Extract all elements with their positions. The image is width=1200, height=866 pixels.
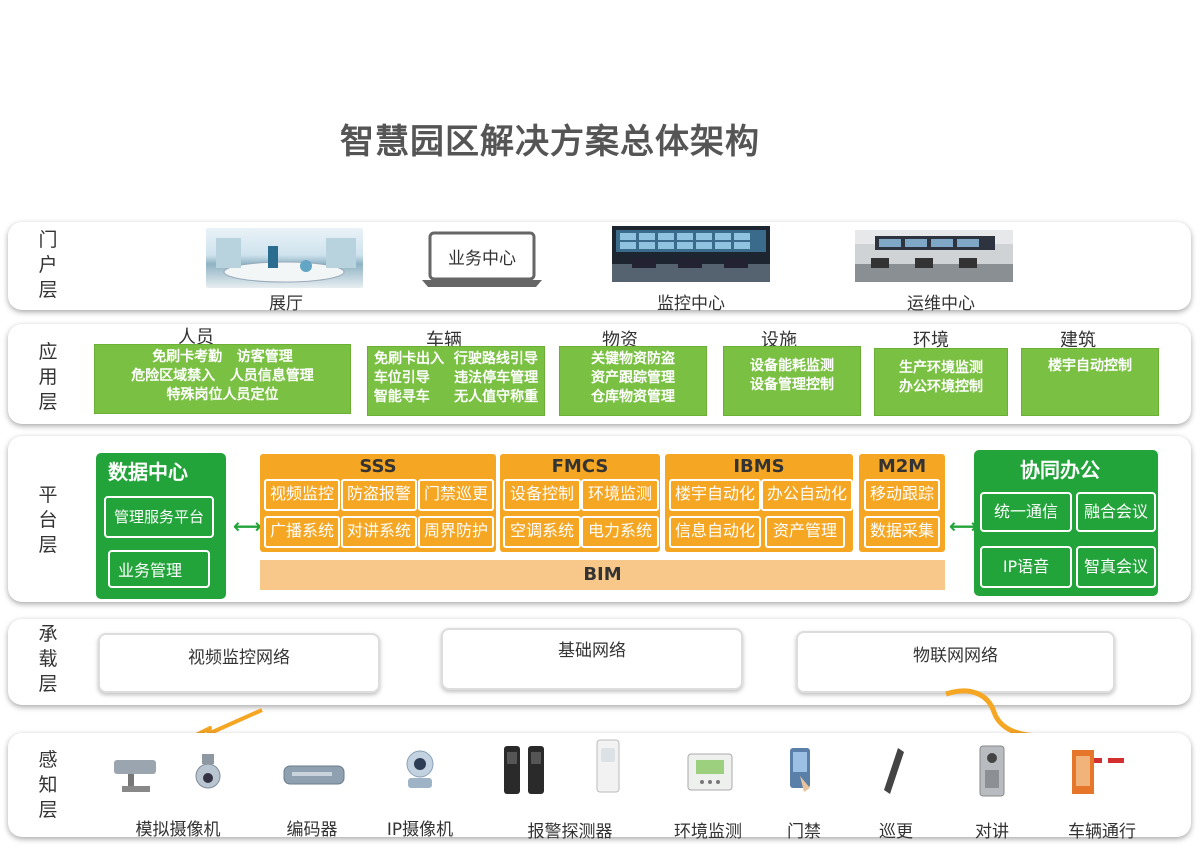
device-label-ip-camera: IP摄像机 xyxy=(386,820,454,840)
pir-detector-icon xyxy=(596,739,620,793)
monitoring-center-image xyxy=(612,226,770,282)
double-arrow-left-icon: ⟷ xyxy=(233,514,262,538)
device-label-patrol: 巡更 xyxy=(879,822,913,842)
app-category-facilities: 设施 xyxy=(761,330,797,351)
data-center-title: 数据中心 xyxy=(108,460,188,484)
fmcs-cell-environment-monitoring[interactable]: 环境监测 xyxy=(581,479,659,511)
fmcs-cell-power-system[interactable]: 电力系统 xyxy=(581,516,659,548)
app-box-facilities: 设备能耗监测 设备管理控制 xyxy=(723,346,861,416)
app-category-vehicle: 车辆 xyxy=(426,330,462,351)
m2m-cell-data-collection[interactable]: 数据采集 xyxy=(864,516,940,548)
sss-cell-anti-theft-alarm[interactable]: 防盗报警 xyxy=(341,479,417,511)
portal-label-operations-center: 运维中心 xyxy=(907,294,975,314)
management-service-platform-button[interactable]: 管理服务平台 xyxy=(104,496,214,538)
bearer-layer-label: 承载层 xyxy=(38,623,58,695)
portal-label-business-center: 业务中心 xyxy=(448,249,516,269)
m2m-cell-mobile-tracking[interactable]: 移动跟踪 xyxy=(864,479,940,511)
collaborative-office-title: 协同办公 xyxy=(1020,458,1100,482)
sss-cell-intercom[interactable]: 对讲系统 xyxy=(341,516,417,548)
exhibition-hall-image xyxy=(206,228,363,288)
app-box-vehicle: 免刷卡出入 行驶路线引导 车位引导 违法停车管理 智能寻车 无人值守称重 xyxy=(367,346,545,416)
device-label-access-control: 门禁 xyxy=(787,822,821,842)
device-label-encoder: 编码器 xyxy=(286,820,338,840)
app-category-people: 人员 xyxy=(178,327,214,348)
ibms-cell-building-automation[interactable]: 楼宇自动化 xyxy=(669,479,761,511)
m2m-title: M2M xyxy=(877,456,927,477)
portal-label-exhibition: 展厅 xyxy=(269,294,303,314)
telepresence-meeting-button[interactable]: 智真会议 xyxy=(1076,546,1156,588)
patrol-stick-icon xyxy=(884,748,904,794)
sss-cell-video-surveillance[interactable]: 视频监控 xyxy=(264,479,340,511)
operations-center-image xyxy=(855,230,1013,282)
perception-layer-label: 感知层 xyxy=(38,749,58,821)
page-title: 智慧园区解决方案总体架构 xyxy=(340,122,760,162)
device-label-intercom: 对讲 xyxy=(975,822,1009,842)
portal-label-monitoring-center: 监控中心 xyxy=(657,294,725,314)
basic-network: 基础网络 xyxy=(441,628,743,690)
fmcs-title: FMCS xyxy=(551,456,609,477)
device-label-analog-camera: 模拟摄像机 xyxy=(135,820,221,840)
app-box-building: 楼宇自动控制 xyxy=(1021,348,1159,416)
device-label-alarm-detector: 报警探测器 xyxy=(527,822,613,842)
vehicle-barrier-icon xyxy=(1072,750,1124,794)
platform-layer-label: 平台层 xyxy=(38,484,58,556)
fmcs-cell-equipment-control[interactable]: 设备控制 xyxy=(503,479,581,511)
app-category-materials: 物资 xyxy=(602,330,638,351)
video-surveillance-network: 视频监控网络 xyxy=(98,633,380,693)
app-box-people: 免刷卡考勤 访客管理 危险区域禁入 人员信息管理 特殊岗位人员定位 xyxy=(94,344,351,414)
ibms-cell-information-automation[interactable]: 信息自动化 xyxy=(669,516,761,548)
analog-camera-icon xyxy=(114,754,221,792)
portal-layer xyxy=(8,222,1191,310)
portal-layer-label: 门户层 xyxy=(38,229,58,301)
sss-cell-access-patrol[interactable]: 门禁巡更 xyxy=(418,479,494,511)
app-category-environment: 环境 xyxy=(913,330,949,351)
business-management-button[interactable]: 业务管理 xyxy=(108,550,210,588)
sss-cell-broadcast[interactable]: 广播系统 xyxy=(264,516,340,548)
app-category-building: 建筑 xyxy=(1060,330,1096,351)
device-label-vehicle-access: 车辆通行 xyxy=(1068,822,1136,842)
device-label-environment-monitoring: 环境监测 xyxy=(674,822,742,842)
unified-communication-button[interactable]: 统一通信 xyxy=(980,492,1072,532)
sss-cell-perimeter[interactable]: 周界防护 xyxy=(418,516,494,548)
alarm-detector-icon xyxy=(504,746,544,794)
ip-voice-button[interactable]: IP语音 xyxy=(980,546,1072,588)
laptop-icon xyxy=(420,230,544,288)
converged-meeting-button[interactable]: 融合会议 xyxy=(1076,492,1156,532)
bim-bar: BIM xyxy=(260,560,945,590)
intercom-icon xyxy=(979,745,1005,797)
fmcs-cell-air-conditioning[interactable]: 空调系统 xyxy=(503,516,581,548)
app-box-environment: 生产环境监测 办公环境控制 xyxy=(874,348,1008,416)
iot-network: 物联网网络 xyxy=(796,631,1115,693)
ip-camera-icon xyxy=(406,750,434,788)
ibms-cell-asset-management[interactable]: 资产管理 xyxy=(765,516,845,548)
environment-monitor-icon xyxy=(687,753,733,791)
ibms-cell-office-automation[interactable]: 办公自动化 xyxy=(761,479,853,511)
encoder-icon xyxy=(283,765,345,785)
sss-title: SSS xyxy=(359,456,397,477)
access-control-icon xyxy=(790,748,810,792)
application-layer-label: 应用层 xyxy=(38,341,58,413)
ibms-title: IBMS xyxy=(733,456,785,477)
app-box-materials: 关键物资防盗 资产跟踪管理 仓库物资管理 xyxy=(559,346,707,416)
double-arrow-right-icon: ⟷ xyxy=(949,514,978,538)
